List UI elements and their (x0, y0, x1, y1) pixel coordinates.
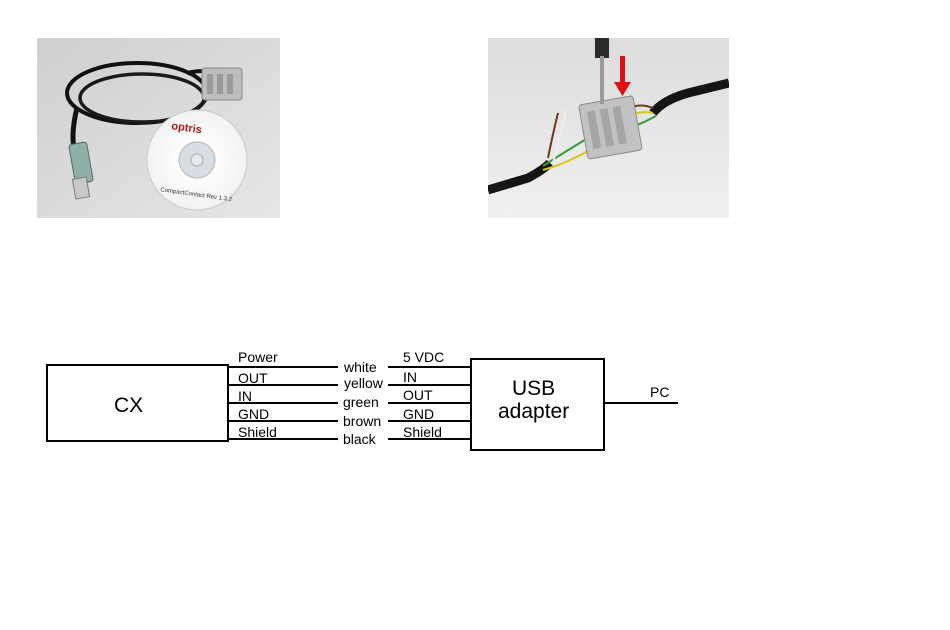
usb-label-line2: adapter (498, 400, 569, 423)
wire-color-label: black (343, 431, 377, 447)
wire-right-label: OUT (403, 387, 433, 403)
wire-left-label: Shield (238, 424, 277, 440)
wire-left-label: OUT (238, 370, 268, 386)
usb-label-line1: USB (512, 377, 555, 400)
wire-left-label: Power (238, 349, 278, 365)
wire-right-label: Shield (403, 424, 442, 440)
wire-left-label: IN (238, 388, 252, 404)
wire-color-label: white (343, 359, 377, 375)
wire-color-label: brown (343, 413, 381, 429)
wire-right-label: 5 VDC (403, 349, 444, 365)
cx-label: CX (114, 394, 143, 417)
wire-left-label: GND (238, 406, 269, 422)
pc-label: PC (650, 384, 669, 400)
wire-color-label: green (343, 394, 379, 410)
wire-color-label: yellow (344, 375, 384, 391)
wire-right-label: GND (403, 406, 434, 422)
wire-right-label: IN (403, 369, 417, 385)
